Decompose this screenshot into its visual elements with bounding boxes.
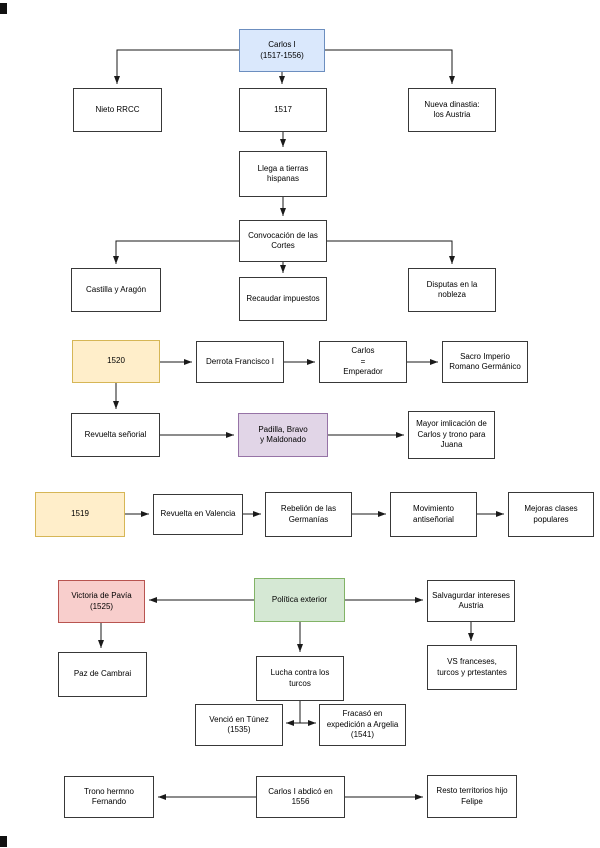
node-sacro-imperio: Sacro Imperio Romano Germánico: [442, 341, 528, 383]
node-recaudar-impuestos: Recaudar impuestos: [239, 277, 327, 321]
node-rebelion-germanias: Rebelión de las Germanías: [265, 492, 352, 537]
node-mayor-implicacion: Mayor imlicación de Carlos y trono para …: [408, 411, 495, 459]
node-revuelta-senorial: Revuelta señorial: [71, 413, 160, 457]
node-paz-cambrai: Paz de Cambrai: [58, 652, 147, 697]
node-movimiento-antisenorial: Movimiento antiseñorial: [390, 492, 477, 537]
screen-artifact-top-left: [0, 3, 7, 14]
screen-artifact-bottom-left: [0, 836, 7, 847]
node-disputas-nobleza: Disputas en la nobleza: [408, 268, 496, 312]
node-fracaso-argelia: Fracasó en expedición a Argelia (1541): [319, 704, 406, 746]
node-carlos-i: Carlos I (1517-1556): [239, 29, 325, 72]
node-mejoras-clases: Mejoras clases populares: [508, 492, 594, 537]
node-lucha-turcos: Lucha contra los turcos: [256, 656, 344, 701]
node-ano-1517: 1517: [239, 88, 327, 132]
node-derrota-francisco: Derrota Francisco I: [196, 341, 284, 383]
node-ano-1519: 1519: [35, 492, 125, 537]
node-resto-territorios: Resto territorios hijo Felipe: [427, 775, 517, 818]
node-vencio-tunez: Venció en Túnez (1535): [195, 704, 283, 746]
node-politica-exterior: Política exterior: [254, 578, 345, 622]
node-ano-1520: 1520: [72, 340, 160, 383]
node-convocacion-cortes: Convocación de las Cortes: [239, 220, 327, 262]
node-nieto-rrcc: Nieto RRCC: [73, 88, 162, 132]
node-llega-tierras: Llega a tierras hispanas: [239, 151, 327, 197]
node-vs-franceses: VS franceses, turcos y prtestantes: [427, 645, 517, 690]
node-carlos-abdica: Carlos I abdicó en 1556: [256, 776, 345, 818]
node-revuelta-valencia: Revuelta en Valencia: [153, 494, 243, 535]
node-padilla-bravo-maldonado: Padilla, Bravo y Maldonado: [238, 413, 328, 457]
node-victoria-pavia: Victoria de Pavía (1525): [58, 580, 145, 623]
node-nueva-dinastia: Nueva dinastia: los Austria: [408, 88, 496, 132]
node-castilla-aragon: Castilla y Aragón: [71, 268, 161, 312]
node-trono-hermano: Trono hermno Fernando: [64, 776, 154, 818]
node-carlos-emperador: Carlos = Emperador: [319, 341, 407, 383]
node-salvaguardar-intereses: Salvagurdar intereses Austria: [427, 580, 515, 622]
